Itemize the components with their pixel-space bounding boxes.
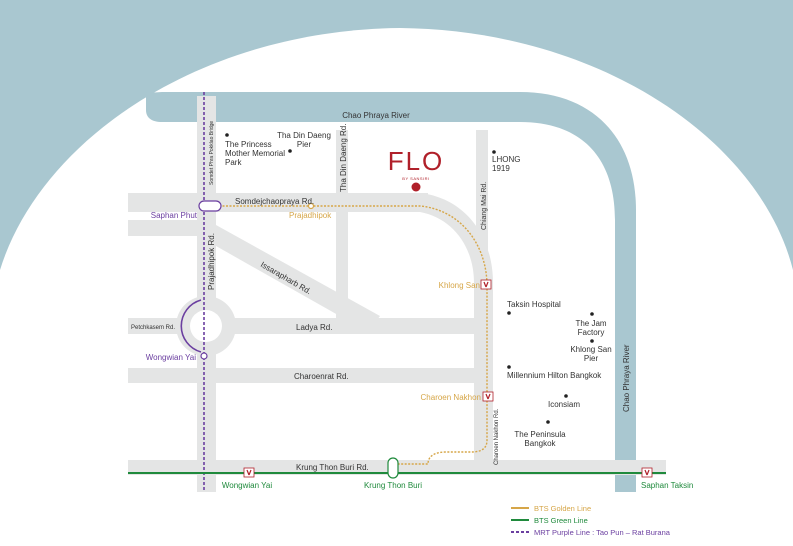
landmark-label-line: Park xyxy=(225,158,242,167)
road-label-krung-thon-buri: Krung Thon Buri Rd. xyxy=(296,463,369,472)
landmark-millennium-hilton[interactable]: Millennium Hilton Bangkok xyxy=(507,365,602,380)
road-label-chiang-mai: Chiang Mai Rd. xyxy=(481,182,488,230)
road-charoenrat xyxy=(128,368,474,383)
road-ladya xyxy=(216,318,478,334)
station-label-saphan-taksin: Saphan Taksin xyxy=(641,481,693,490)
landmark-jam-factory[interactable]: The Jam Factory xyxy=(575,312,607,337)
landmark-label-line: Tha Din Daeng xyxy=(277,131,331,140)
river-right xyxy=(470,92,636,492)
station-wongwian-yai-bts-icon[interactable] xyxy=(243,467,255,478)
landmark-princess-mother-park[interactable]: The Princess Mother Memorial Park xyxy=(225,133,285,167)
landmark-label-line: Mother Memorial xyxy=(225,149,285,158)
road-tha-din-daeng xyxy=(336,130,348,320)
station-charoen-nakhon-icon[interactable] xyxy=(482,391,494,402)
legend-golden-label: BTS Golden Line xyxy=(534,504,591,513)
road-label-somdejchaopraya: Somdejchaopraya Rd. xyxy=(235,197,314,206)
landmark-label-line: Bangkok xyxy=(524,439,556,448)
landmark-lhong-1919[interactable]: LHONG 1919 xyxy=(492,150,520,173)
road-label-somdet-bridge: Somdet Phra Pokklao Bridge xyxy=(209,121,215,185)
road-label-charoen-nakhon: Charoen Nakhon Rd. xyxy=(494,408,500,465)
station-krung-thon-buri-marker[interactable] xyxy=(387,457,399,479)
landmark-label-line: The Jam xyxy=(575,319,606,328)
landmark-label-line: Pier xyxy=(584,354,599,363)
project-location-pin[interactable] xyxy=(411,182,421,192)
road-label-petchkasem: Petchkasem Rd. xyxy=(131,325,175,331)
landmark-taksin-hospital[interactable]: Taksin Hospital xyxy=(507,300,561,315)
station-label-khlong-san: Khlong San xyxy=(439,281,480,290)
station-markers xyxy=(198,200,653,479)
landmark-label-line: Factory xyxy=(578,328,605,337)
river-top xyxy=(146,92,480,122)
map-legend: BTS Golden Line BTS Green Line MRT Purpl… xyxy=(511,504,671,537)
landmark-label-line: LHONG xyxy=(492,155,520,164)
road-label-tha-din-daeng: Tha Din Daeng Rd. xyxy=(339,124,348,192)
station-label-saphan-phut: Saphan Phut xyxy=(151,211,198,220)
landmark-tha-din-daeng-pier[interactable]: Tha Din Daeng Pier xyxy=(277,131,331,153)
road-label-prajadhipok: Prajadhipok Rd. xyxy=(207,233,216,290)
landmark-khlong-san-pier[interactable]: Khlong San Pier xyxy=(570,339,612,363)
landmark-label-line: The Princess xyxy=(225,140,272,149)
station-khlong-san-icon[interactable] xyxy=(480,279,492,290)
road-left-stub xyxy=(128,220,198,236)
landmark-label-line: Pier xyxy=(297,140,312,149)
station-saphan-phut-marker[interactable] xyxy=(198,200,222,212)
legend-green-label: BTS Green Line xyxy=(534,516,588,525)
road-chiang-mai xyxy=(476,130,488,276)
landmark-label-line: Khlong San xyxy=(570,345,611,354)
river-label-top: Chao Phraya River xyxy=(342,111,410,120)
station-label-wongwian-yai-bts: Wongwian Yai xyxy=(222,481,272,490)
roundabout-center xyxy=(190,310,222,342)
roundabout-purple-arc xyxy=(180,299,202,353)
road-label-charoenrat: Charoenrat Rd. xyxy=(294,372,349,381)
station-wongwian-yai-mrt-marker[interactable] xyxy=(200,352,208,360)
landmark-peninsula[interactable]: The Peninsula Bangkok xyxy=(514,420,566,448)
station-label-wongwian-yai-mrt: Wongwian Yai xyxy=(146,353,196,362)
flo-logo: FLO xyxy=(388,146,445,176)
station-label-prajadhipok: Prajadhipok xyxy=(289,211,332,220)
flo-logo-subtext: BY SANSIRI xyxy=(402,176,429,181)
landmark-label-line: Millennium Hilton Bangkok xyxy=(507,371,602,380)
station-label-krung-thon-buri: Krung Thon Buri xyxy=(364,481,422,490)
road-somdej-curve xyxy=(420,193,493,470)
station-label-charoen-nakhon: Charoen Nakhon xyxy=(421,393,481,402)
bts-golden-line xyxy=(205,205,488,465)
landmark-iconsiam[interactable]: Iconsiam xyxy=(548,394,580,409)
station-saphan-taksin-icon[interactable] xyxy=(641,467,653,478)
river-label-right: Chao Phraya River xyxy=(622,344,631,412)
station-prajadhipok-marker[interactable] xyxy=(307,202,315,210)
road-label-ladya: Ladya Rd. xyxy=(296,323,332,332)
landmark-label-line: 1919 xyxy=(492,164,510,173)
landmark-label-line: Taksin Hospital xyxy=(507,300,561,309)
landmark-label-line: Iconsiam xyxy=(548,400,580,409)
landmark-label-line: The Peninsula xyxy=(514,430,566,439)
legend-purple-label: MRT Purple Line : Tao Pun – Rat Burana xyxy=(534,528,671,537)
